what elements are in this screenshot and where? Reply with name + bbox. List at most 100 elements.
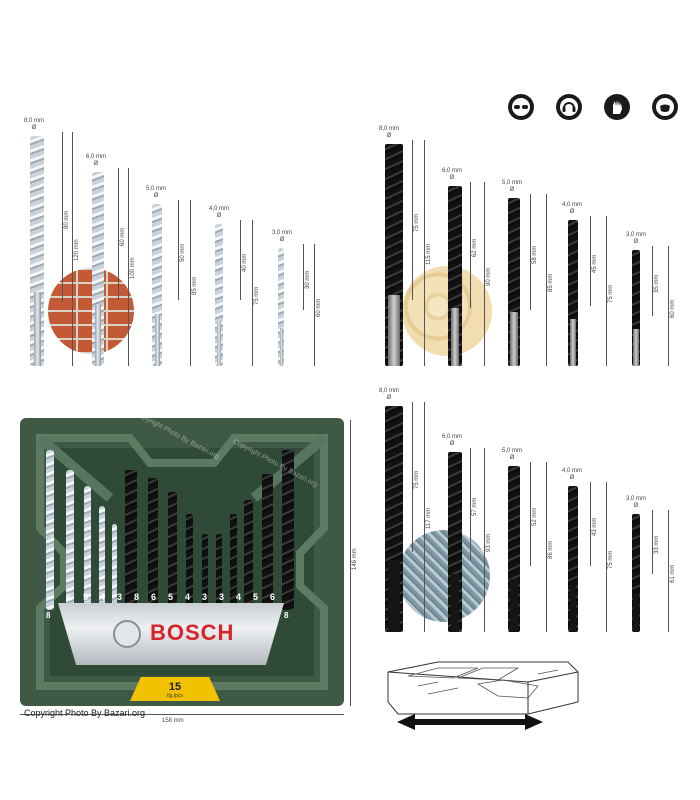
diameter-symbol: Ø [569,209,575,215]
case-drill-bit [262,474,273,610]
case-size-number: 5 [253,592,259,602]
bit-shank [279,328,283,366]
dimension-label: 120 mm [74,239,80,261]
diameter-symbol: Ø [153,193,159,199]
bit-size: 5,0 mm [501,448,522,454]
case-drill-bit [148,478,158,610]
dimension-label: 75 mm [414,470,420,489]
case-size-number: 4 [185,592,191,602]
case-drill-bit [112,524,117,610]
dimension-label: 43 mm [592,517,598,536]
dimension-line [606,216,607,366]
drill-bit [30,136,44,366]
dimension-label: 57 mm [472,497,478,516]
dimension-line [190,200,191,366]
dimension-label: 35 mm [654,274,660,293]
case-drill-bit [84,486,91,610]
diameter-symbol: Ø [633,503,639,509]
dimension-line [252,220,253,366]
bit-size: 6,0 mm [441,168,462,174]
dimension-label: 100 mm [130,257,136,279]
dimension-line [240,220,241,300]
drill-bit [632,250,640,366]
case-size-number: 3 [202,592,208,602]
bit-size: 6,0 mm [85,154,106,160]
drill-bit [152,204,162,366]
dimension-label: 90 mm [486,267,492,286]
piece-count-unit: tlg./pcs [167,693,183,699]
dimension-label: 61 mm [670,564,676,583]
copyright-text: Copyright Photo By Bazari.org [24,708,146,718]
bit-size: 8,0 mm [378,126,399,132]
dimension-label: 75 mm [608,284,614,303]
dimension-line [484,448,485,632]
dimension-label: 85 mm [192,276,198,295]
bit-shank [569,319,577,366]
drill-bit [385,406,403,632]
dimension-line [72,132,73,366]
dimension-label: 117 mm [426,507,432,529]
case-size-number: 5 [83,592,89,602]
drill-bit [568,220,578,366]
bit-shank [633,329,639,366]
bit-size: 5,0 mm [501,180,522,186]
dimension-line [412,140,413,300]
bit-size: 4,0 mm [561,202,582,208]
case-drill-bit [66,470,74,610]
dimension-line [118,168,119,300]
dimension-line [590,482,591,566]
bosch-logo-icon [113,620,141,648]
case-width-line [20,714,344,715]
brand-name: BOSCH [150,620,235,645]
diameter-symbol: Ø [449,441,455,447]
goggles-icon [508,94,534,120]
case-size-number: 5 [168,592,174,602]
bit-shank [33,292,41,366]
piece-count: 15 [168,681,182,693]
dimension-label: 62 mm [472,238,478,257]
dimension-line [668,246,669,366]
case-size-number: 3 [219,592,225,602]
case-size-number: 8 [134,592,140,602]
case-drill-bit [186,514,193,610]
drill-bit [568,486,578,632]
diameter-symbol: Ø [569,475,575,481]
case-size-number: 6 [151,592,157,602]
dimension-line [530,462,531,566]
case-drill-bit [99,506,105,610]
case-drill-bit [168,492,177,610]
diameter-symbol: Ø [509,455,515,461]
case-drill-bit [202,534,208,610]
bit-shank [388,560,400,632]
drill-bit [385,144,403,366]
case-drill-bit [216,534,222,610]
diameter-symbol: Ø [31,125,37,131]
bit-size: 4,0 mm [561,468,582,474]
bit-shank [388,295,400,366]
case-height-dim: 146 mm [352,548,358,570]
drill-bit [278,248,284,366]
case-drill-bit [230,514,237,610]
drill-bit [448,452,462,632]
dimension-line [470,448,471,560]
dimension-label: 30 mm [305,270,311,289]
bit-shank [510,579,518,632]
case-drill-bit [46,450,54,610]
drill-bit [448,186,462,366]
dimension-label: 52 mm [532,507,538,526]
wood-sample-circle [402,266,492,356]
case-side-number-right: 8 [284,611,289,620]
diameter-symbol: Ø [93,161,99,167]
bit-shank [510,312,518,366]
dimension-label: 115 mm [426,243,432,265]
case-drill-bit [282,450,294,610]
dimension-label: 50 mm [180,243,186,262]
case-open-illustration [387,661,579,715]
dimension-label: 85 mm [548,273,554,292]
